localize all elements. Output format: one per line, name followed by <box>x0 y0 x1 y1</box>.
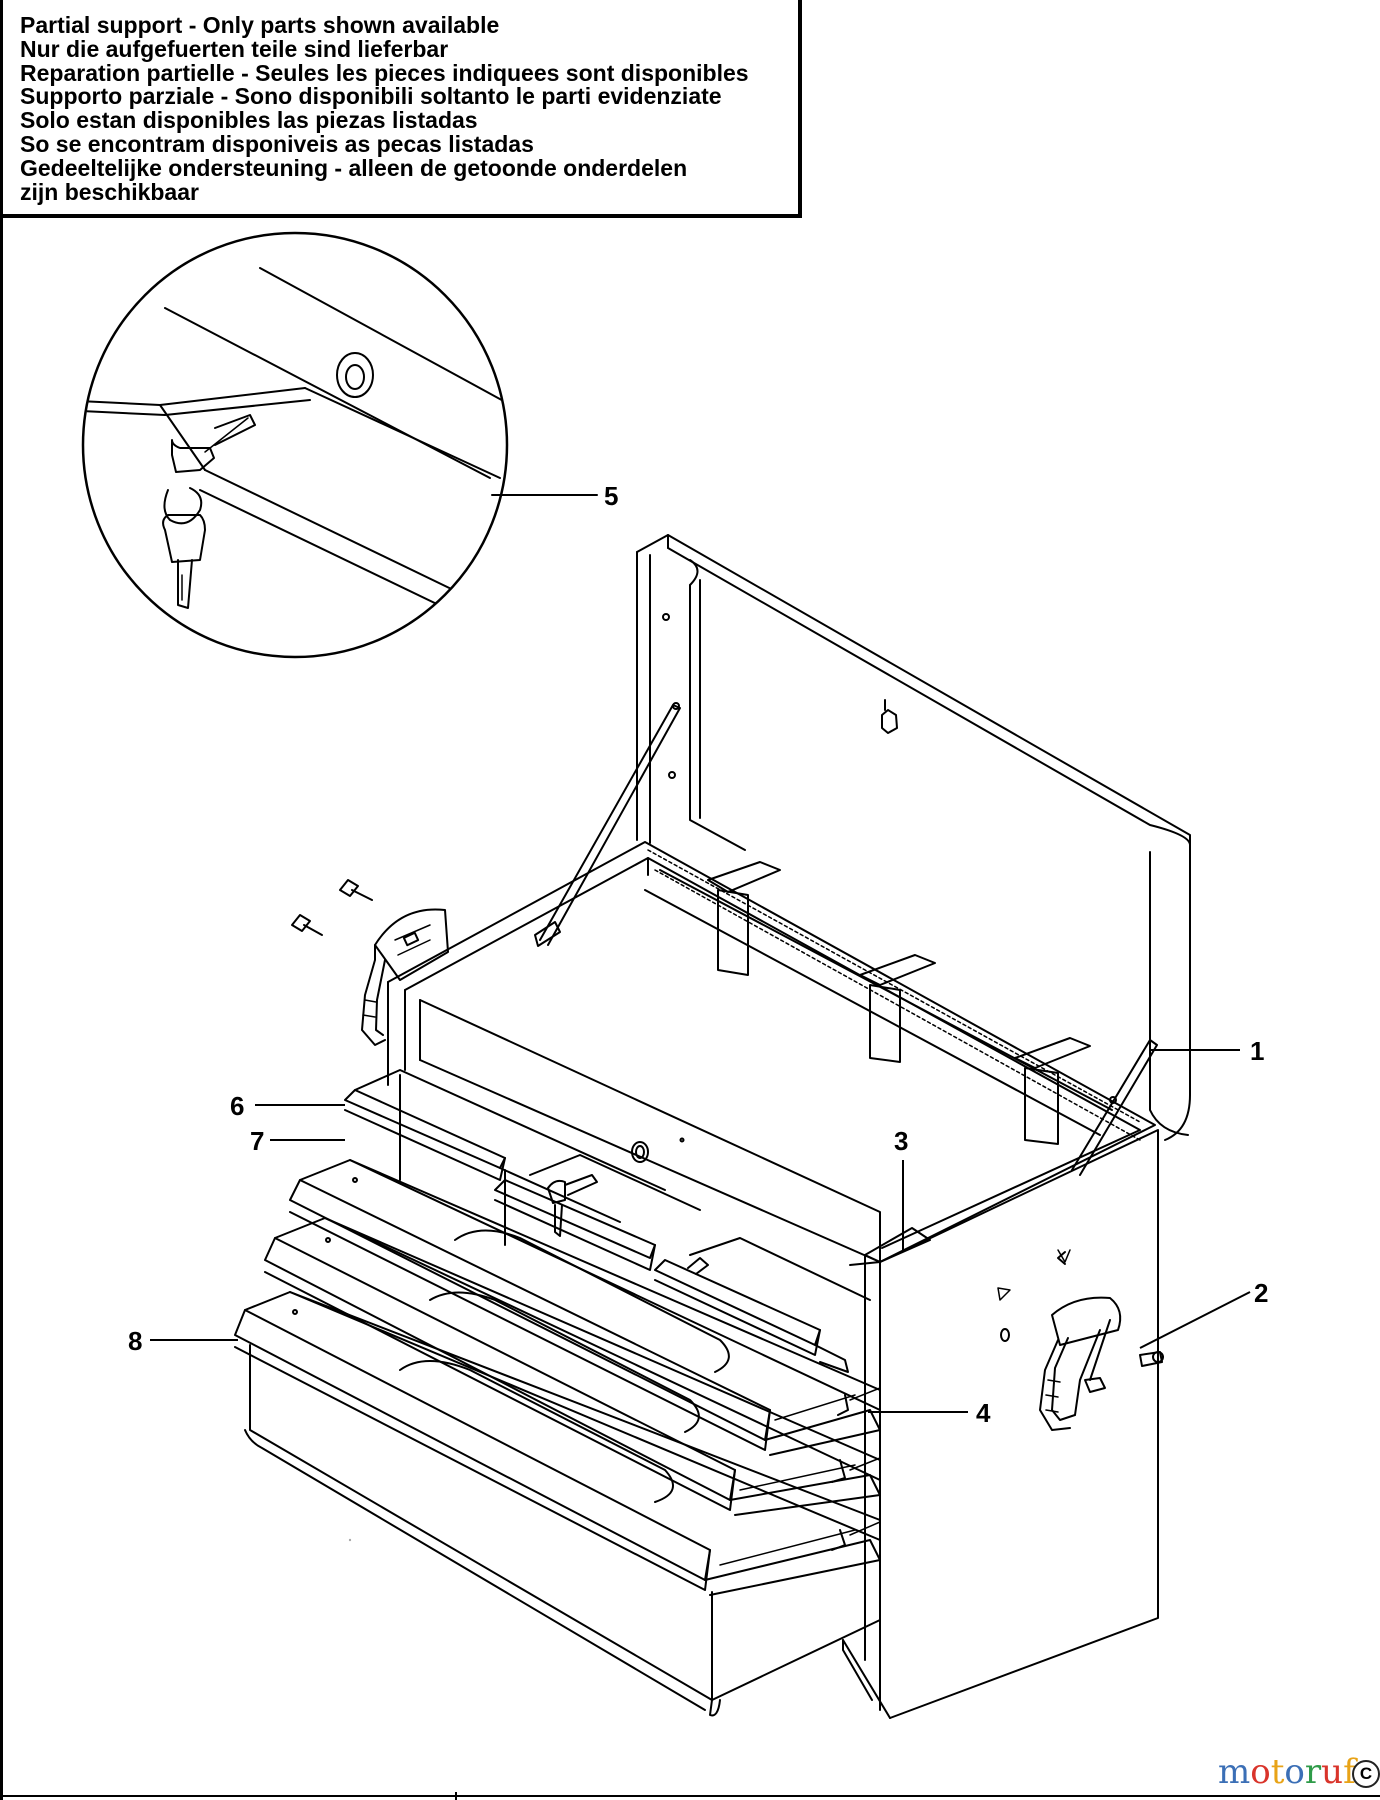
lid-stay-left <box>534 702 681 947</box>
top-compartment <box>387 841 1156 1263</box>
callout-7: 7 <box>250 1126 264 1156</box>
notice-line: So se encontram disponiveis as pecas lis… <box>20 130 534 157</box>
drawer-third <box>264 1217 881 1516</box>
notice-line: Gedeeltelijke ondersteuning - alleen de … <box>20 154 688 181</box>
callout-3: 3 <box>894 1126 908 1156</box>
watermark-letter: t <box>1270 1752 1285 1792</box>
callout-5: 5 <box>604 481 618 511</box>
watermark-letter: o <box>1250 1752 1271 1792</box>
frame-left-border <box>0 0 3 1800</box>
notice-line: Nur die aufgefuerten teile sind lieferba… <box>20 35 449 62</box>
drawer-slides <box>719 1387 881 1566</box>
chest-lid <box>636 534 1191 1141</box>
small-drawer-middle <box>494 1154 701 1271</box>
notice-line: Solo estan disponibles las piezas listad… <box>20 107 478 134</box>
motoruf-watermark-logo: motoruf <box>1218 1752 1356 1792</box>
watermark-letter: u <box>1321 1752 1344 1792</box>
tray-dividers <box>707 861 1091 1145</box>
callout-2: 2 <box>1254 1278 1268 1308</box>
callout-6: 6 <box>230 1091 244 1121</box>
watermark-letter: f <box>1343 1752 1356 1792</box>
drawer-bottom <box>234 1291 881 1717</box>
copyright-icon: C <box>1352 1760 1380 1788</box>
notice-line: Partial support - Only parts shown avail… <box>20 12 500 38</box>
notice-line: zijn beschikbaar <box>20 178 199 205</box>
side-handle-left <box>291 879 449 1046</box>
side-handle-right <box>1039 1296 1164 1431</box>
frame-bottom-border <box>0 1795 1380 1797</box>
drawer-second <box>289 1159 881 1456</box>
notice-line: Reparation partielle - Seules les pieces… <box>20 59 749 86</box>
lock-detail-magnifier <box>81 231 509 659</box>
callout-1: 1 <box>1250 1036 1264 1066</box>
watermark-letter: m <box>1218 1752 1251 1792</box>
callout-4: 4 <box>976 1398 991 1428</box>
small-drawer-top <box>344 1069 666 1246</box>
watermark-letter: o <box>1284 1752 1305 1792</box>
notice-line: Supporto parziale - Sono disponibili sol… <box>20 83 722 110</box>
small-drawer-right <box>654 1237 871 1373</box>
leader-line-2 <box>1139 1291 1251 1349</box>
callout-8: 8 <box>128 1326 142 1356</box>
cabinet-body <box>842 1129 1159 1719</box>
frame-tick <box>455 1792 457 1800</box>
watermark-letter: r <box>1304 1752 1322 1792</box>
partial-support-notice: Partial support - Only parts shown avail… <box>0 0 802 218</box>
